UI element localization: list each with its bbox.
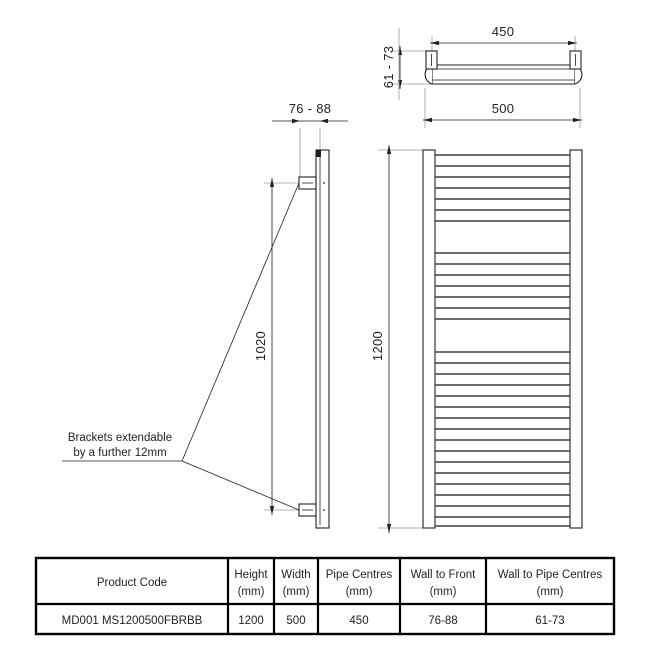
front-side-rail-left: [422, 149, 436, 529]
table-cell-wall-to-pipe-centres: 61-73: [535, 615, 564, 627]
dim-label-wall-to-front: 76 - 88: [289, 101, 332, 116]
front-bar-group-middle: [435, 252, 570, 320]
table-header-pipe-centres: Pipe Centres: [326, 569, 393, 581]
annotation-line-2: by a further 12mm: [73, 447, 166, 459]
front-bar-group-lower: [435, 351, 570, 527]
side-rail-top-cap: [316, 150, 321, 157]
front-side-rail-right: [569, 149, 583, 529]
side-elevation-view: 76 - 88 1020: [253, 101, 348, 529]
dim-label-bracket-centres: 1020: [253, 331, 268, 361]
table-header-wall-to-pipe-centres: Wall to Pipe Centres: [498, 569, 603, 581]
dim-arrow-wall-to-front-left: [292, 118, 300, 124]
table-header-wall-to-front-unit: (mm): [430, 586, 457, 598]
side-bracket-upper-pivot: [323, 182, 325, 184]
dim-label-overall-width: 500: [492, 101, 515, 116]
bracket-annotation: Brackets extendable by a further 12mm: [62, 182, 300, 511]
annotation-leader-upper: [181, 182, 300, 462]
specification-table: Product Code Height (mm) Width (mm) Pipe…: [34, 556, 616, 636]
table-header-height-unit: (mm): [238, 586, 265, 598]
dim-label-wall-to-pipe-centres: 61 - 73: [381, 46, 396, 89]
plan-rail-body: [431, 64, 576, 85]
table-header-pipe-centres-unit: (mm): [346, 586, 373, 598]
table-header-wall-to-front: Wall to Front: [411, 569, 477, 581]
table-cell-wall-to-front: 76-88: [428, 615, 457, 627]
dim-arrow-wall-to-front-right: [320, 118, 328, 124]
side-rail-body: [315, 149, 330, 529]
dim-label-overall-height: 1200: [370, 331, 385, 361]
side-bracket-lower-pivot: [323, 509, 325, 511]
table-header-row: Product Code Height (mm) Width (mm) Pipe…: [97, 569, 603, 598]
table-header-product-code: Product Code: [97, 577, 167, 589]
table-header-height: Height: [234, 569, 268, 581]
annotation-leader-lower: [181, 460, 300, 511]
table-header-wall-to-pipe-centres-unit: (mm): [537, 586, 564, 598]
front-elevation-view: 500 1200: [370, 101, 583, 533]
dim-label-pipe-centres: 450: [492, 24, 515, 39]
table-header-width: Width: [281, 569, 310, 581]
table-outer-border: [34, 556, 616, 636]
table-cell-width: 500: [286, 615, 305, 627]
table-cell-product-code: MD001 MS1200500FBRBB: [62, 615, 203, 627]
table-cell-height: 1200: [238, 615, 264, 627]
table-row: MD001 MS1200500FBRBB 1200 500 450 76-88 …: [62, 615, 565, 627]
front-bar-group-upper: [435, 154, 570, 222]
annotation-line-1: Brackets extendable: [68, 432, 172, 444]
top-plan-view: 450 61 - 73: [381, 24, 583, 128]
table-cell-pipe-centres: 450: [349, 615, 368, 627]
table-header-width-unit: (mm): [283, 586, 310, 598]
